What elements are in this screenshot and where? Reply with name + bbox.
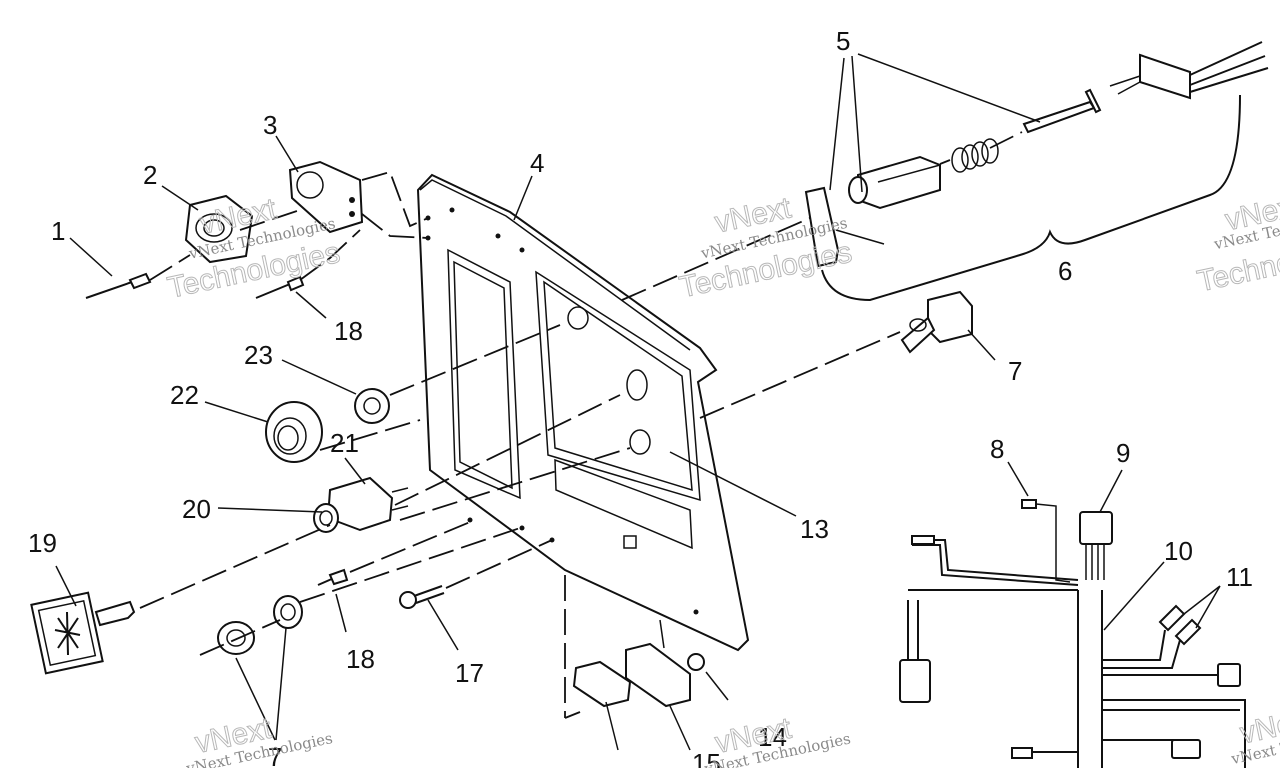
- callout-9: 9: [1116, 438, 1130, 468]
- callout-18-top: 18: [334, 316, 363, 346]
- callout-8: 8: [990, 434, 1004, 464]
- bezel-part-2: [184, 194, 254, 264]
- callout-7-lower: 7: [268, 742, 282, 768]
- nut-part-7-lower: [217, 621, 255, 655]
- bolt-part-17: [399, 585, 445, 609]
- washer-part-7-lower: [273, 595, 303, 629]
- terminal-part-8: [1021, 499, 1071, 583]
- callout-13: 13: [800, 514, 829, 544]
- ignition-part-20: [313, 503, 339, 533]
- callout-4: 4: [530, 148, 544, 178]
- watermark-upper-middle: vNext vNext Technologies Technologies: [676, 191, 855, 305]
- callout-3: 3: [263, 110, 277, 140]
- callout-17: 17: [455, 658, 484, 688]
- nut-part-22: [265, 401, 323, 463]
- callout-1: 1: [51, 216, 65, 246]
- callout-6: 6: [1058, 256, 1072, 286]
- spring-part-5: [951, 138, 999, 173]
- latch-part-6: [848, 155, 941, 210]
- watermark-lower-left: vNext vNext Technologies: [184, 711, 334, 768]
- callout-5: 5: [836, 26, 850, 56]
- connector-part-9: [1079, 511, 1113, 580]
- callout-10: 10: [1164, 536, 1193, 566]
- callout-20: 20: [182, 494, 211, 524]
- callout-7-toggle: 7: [1008, 356, 1022, 386]
- nut-part-14: [687, 653, 705, 671]
- connectors-part-11: [1158, 604, 1202, 646]
- callout-23: 23: [244, 340, 273, 370]
- callout-15: 15: [692, 748, 721, 768]
- connector-top-right: [1109, 41, 1269, 100]
- screw-part-18-top: [255, 275, 305, 299]
- callout-18-lower: 18: [346, 644, 375, 674]
- callout-19: 19: [28, 528, 57, 558]
- callout-2: 2: [143, 160, 157, 190]
- cable-part-1: [85, 272, 152, 299]
- washer-part-23: [354, 388, 390, 424]
- clip-part-5: [804, 186, 885, 268]
- callout-21: 21: [330, 428, 359, 458]
- harness-part-10: [907, 539, 1246, 768]
- callout-22: 22: [170, 380, 199, 410]
- bracket-part-3: [288, 160, 364, 234]
- relay-part-15: [572, 619, 691, 708]
- pin-part-5: [1022, 88, 1102, 134]
- toggle-switch-part-7: [900, 290, 973, 354]
- watermark-lower-middle: vNext vNext Technologies: [702, 711, 852, 768]
- watermark-upper-right: vNext vNext Technologies Technologies: [1194, 188, 1280, 298]
- screw-part-18-lower: [317, 568, 349, 586]
- watermark-lower-right: vNext vNext Technologies: [1229, 702, 1280, 768]
- callout-11: 11: [1226, 562, 1253, 592]
- key-part-19: [30, 591, 136, 675]
- callout-14: 14: [758, 722, 787, 752]
